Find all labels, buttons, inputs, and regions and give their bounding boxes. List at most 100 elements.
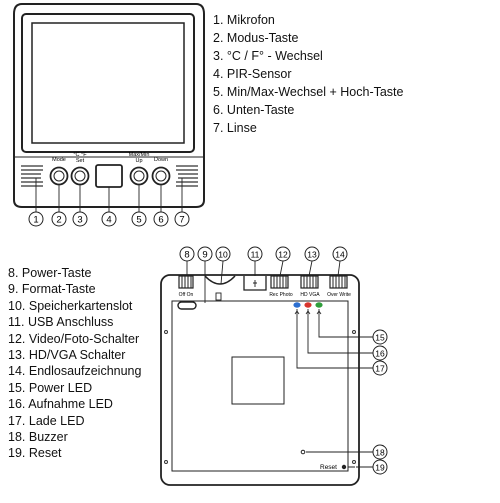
down-label: Down bbox=[154, 157, 168, 163]
memory-card-icon bbox=[215, 292, 222, 301]
legend-item: 10. Speicherkartenslot bbox=[8, 298, 141, 314]
legend-item: 3. °C / F° - Wechsel bbox=[213, 47, 403, 65]
legend-item: 5. Min/Max-Wechsel + Hoch-Taste bbox=[213, 83, 403, 101]
reset-hole bbox=[341, 464, 347, 470]
pir-sensor bbox=[95, 164, 123, 188]
legend-number: 16. bbox=[8, 397, 26, 412]
callout-18: 18 bbox=[372, 444, 388, 460]
legend-item: 2. Modus-Taste bbox=[213, 29, 403, 47]
rear-view: Off On Rec Photo HD VGA bbox=[160, 246, 388, 486]
front-view: Mode °C °F Set Max/Min Up Down bbox=[13, 3, 205, 227]
legend-number: 7. bbox=[213, 121, 224, 135]
up-button bbox=[129, 166, 149, 186]
rear-screws bbox=[164, 330, 356, 464]
legend-text: PIR-Sensor bbox=[226, 67, 292, 81]
legend-number: 11. bbox=[8, 315, 25, 330]
legend-text: Aufnahme LED bbox=[28, 397, 113, 412]
over-write-label: Over Write bbox=[327, 292, 351, 298]
legend-number: 12. bbox=[8, 331, 26, 346]
legend-text: Linse bbox=[226, 121, 257, 135]
legend-item: 16. Aufnahme LED bbox=[8, 396, 141, 412]
minmax-label-top: Max/Min bbox=[129, 152, 150, 158]
svg-text:9: 9 bbox=[202, 250, 207, 261]
legend-number: 14. bbox=[8, 364, 26, 379]
legend-item: 17. Lade LED bbox=[8, 413, 141, 429]
front-leaders bbox=[35, 178, 183, 212]
legend-number: 5. bbox=[213, 85, 224, 99]
legend-text: Mikrofon bbox=[226, 13, 275, 27]
usb-port bbox=[243, 276, 267, 291]
callout-5: 5 bbox=[131, 211, 147, 227]
set-label-top: °C °F bbox=[73, 152, 87, 158]
callout-4: 4 bbox=[101, 211, 117, 227]
svg-text:1: 1 bbox=[33, 215, 38, 226]
front-screen bbox=[31, 22, 185, 144]
rec-photo-label: Rec Photo bbox=[269, 292, 293, 298]
legend-text: USB Anschluss bbox=[27, 315, 114, 330]
rear-leaders bbox=[186, 260, 373, 468]
legend-item: 11. USB Anschluss bbox=[8, 314, 141, 330]
rear-sticker bbox=[231, 356, 285, 405]
legend-item: 4. PIR-Sensor bbox=[213, 65, 403, 83]
callout-13: 13 bbox=[304, 246, 320, 262]
video-photo-switch bbox=[270, 275, 289, 289]
svg-text:13: 13 bbox=[307, 250, 317, 260]
legend-number: 2. bbox=[213, 31, 224, 45]
svg-text:8: 8 bbox=[184, 250, 189, 261]
callout-2: 2 bbox=[51, 211, 67, 227]
legend-number: 10. bbox=[8, 298, 26, 313]
svg-text:18: 18 bbox=[375, 448, 385, 458]
legend-item: 6. Unten-Taste bbox=[213, 101, 403, 119]
legend-number: 17. bbox=[8, 413, 26, 428]
callout-1: 1 bbox=[28, 211, 44, 227]
left-grille bbox=[21, 165, 43, 187]
callout-10: 10 bbox=[215, 246, 231, 262]
charge-led bbox=[293, 302, 301, 308]
off-on-label: Off On bbox=[179, 292, 194, 298]
legend-item: 14. Endlosaufzeichnung bbox=[8, 363, 141, 379]
legend-number: 15. bbox=[8, 380, 26, 395]
legend-number: 13. bbox=[8, 347, 26, 362]
legend-top: 1. Mikrofon 2. Modus-Taste 3. °C / F° - … bbox=[213, 11, 403, 137]
legend-item: 1. Mikrofon bbox=[213, 11, 403, 29]
hd-vga-label: HD VGA bbox=[300, 292, 320, 298]
set-label-bottom: Set bbox=[76, 158, 85, 164]
callout-16: 16 bbox=[372, 345, 388, 361]
svg-text:16: 16 bbox=[375, 349, 385, 359]
legend-item: 19. Reset bbox=[8, 445, 141, 461]
legend-item: 18. Buzzer bbox=[8, 429, 141, 445]
legend-text: Endlosaufzeichnung bbox=[28, 364, 142, 379]
svg-text:6: 6 bbox=[158, 215, 163, 226]
callout-3: 3 bbox=[72, 211, 88, 227]
legend-text: Min/Max-Wechsel + Hoch-Taste bbox=[226, 85, 404, 99]
callout-9: 9 bbox=[197, 246, 213, 262]
legend-item: 9. Format-Taste bbox=[8, 281, 141, 297]
legend-text: Video/Foto-Schalter bbox=[28, 331, 140, 346]
legend-number: 19. bbox=[8, 446, 26, 461]
reset-label: Reset bbox=[320, 464, 337, 471]
over-write-switch bbox=[329, 275, 348, 289]
mode-button bbox=[49, 166, 69, 186]
legend-item: 7. Linse bbox=[213, 119, 403, 137]
mode-label: Mode bbox=[52, 157, 66, 163]
power-led bbox=[315, 302, 323, 308]
svg-text:15: 15 bbox=[375, 333, 385, 343]
hd-vga-switch bbox=[300, 275, 319, 289]
down-button bbox=[151, 166, 171, 186]
svg-text:7: 7 bbox=[179, 215, 184, 226]
callout-6: 6 bbox=[153, 211, 169, 227]
svg-text:3: 3 bbox=[77, 215, 82, 226]
legend-text: Format-Taste bbox=[21, 282, 96, 297]
memory-card-slot bbox=[204, 275, 236, 285]
legend-text: Lade LED bbox=[28, 413, 85, 428]
svg-text:11: 11 bbox=[251, 250, 260, 260]
legend-text: Speicherkartenslot bbox=[28, 298, 133, 313]
legend-number: 3. bbox=[213, 49, 224, 63]
legend-item: 8. Power-Taste bbox=[8, 265, 141, 281]
svg-text:10: 10 bbox=[218, 250, 228, 260]
legend-bottom: 8. Power-Taste 9. Format-Taste 10. Speic… bbox=[8, 265, 141, 462]
callout-7: 7 bbox=[174, 211, 190, 227]
callout-14: 14 bbox=[332, 246, 348, 262]
callout-8: 8 bbox=[179, 246, 195, 262]
